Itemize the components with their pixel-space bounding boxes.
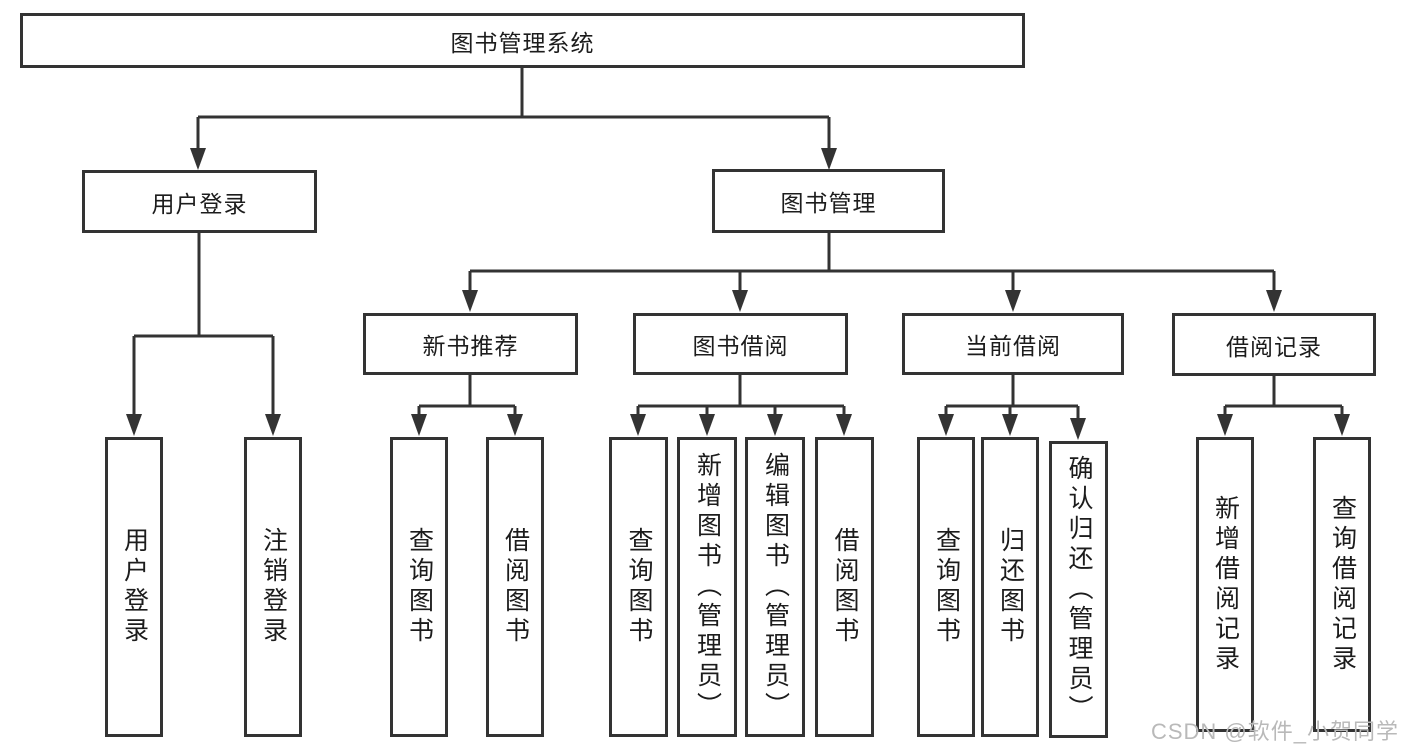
leaf-confirm-return-admin: 确认归还（管理员） <box>1049 441 1108 738</box>
node-root-label: 图书管理系统 <box>450 29 595 56</box>
node-borrow-records: 借阅记录 <box>1172 313 1376 376</box>
leaf-add-book-admin: 新增图书（管理员） <box>677 437 737 737</box>
node-user-login: 用户登录 <box>82 170 317 233</box>
leaf-query-books-recommend: 查询图书 <box>390 437 448 737</box>
leaf-return-book: 归还图书 <box>981 437 1039 737</box>
leaf-query-borrow-record: 查询借阅记录 <box>1313 437 1371 732</box>
leaf-query-books-borrow-label: 查询图书 <box>625 527 653 647</box>
leaf-query-borrow-record-label: 查询借阅记录 <box>1328 494 1357 675</box>
leaf-query-books-current-label: 查询图书 <box>932 527 961 647</box>
leaf-query-books-current: 查询图书 <box>917 437 975 737</box>
node-new-book-recommend-label: 新书推荐 <box>422 333 519 359</box>
node-root: 图书管理系统 <box>20 13 1025 68</box>
node-book-management-label: 图书管理 <box>780 190 877 216</box>
leaf-borrow-books-recommend: 借阅图书 <box>486 437 544 737</box>
node-current-borrow-label: 当前借阅 <box>965 333 1061 359</box>
leaf-query-books-borrow: 查询图书 <box>609 437 668 737</box>
leaf-borrow-books: 借阅图书 <box>815 437 874 737</box>
leaf-query-books-recommend-label: 查询图书 <box>405 527 434 647</box>
node-new-book-recommend: 新书推荐 <box>363 313 578 375</box>
node-book-borrow-label: 图书借阅 <box>692 333 789 359</box>
leaf-add-borrow-record: 新增借阅记录 <box>1196 437 1254 732</box>
leaf-user-login: 用户登录 <box>105 437 163 737</box>
node-user-login-label: 用户登录 <box>151 190 248 217</box>
leaf-logout: 注销登录 <box>244 437 302 737</box>
leaf-borrow-books-recommend-label: 借阅图书 <box>501 527 530 647</box>
leaf-logout-label: 注销登录 <box>259 527 288 647</box>
leaf-user-login-label: 用户登录 <box>120 527 149 647</box>
leaf-edit-book-admin: 编辑图书（管理员） <box>745 437 805 737</box>
csdn-watermark: CSDN @软件_小贺同学 <box>1150 719 1399 744</box>
leaf-confirm-return-admin-label: 确认归还（管理员） <box>1065 454 1093 725</box>
leaf-add-book-admin-label: 新增图书（管理员） <box>693 452 722 722</box>
node-borrow-records-label: 借阅记录 <box>1226 333 1322 360</box>
leaf-borrow-books-label: 借阅图书 <box>831 527 859 647</box>
node-book-management: 图书管理 <box>712 169 945 233</box>
leaf-add-borrow-record-label: 新增借阅记录 <box>1211 494 1240 675</box>
node-current-borrow: 当前借阅 <box>902 313 1124 375</box>
connector-lines <box>132 68 1344 436</box>
node-book-borrow: 图书借阅 <box>633 313 848 375</box>
leaf-return-book-label: 归还图书 <box>996 527 1025 647</box>
arrow-down-icons <box>126 148 1350 440</box>
leaf-edit-book-admin-label: 编辑图书（管理员） <box>761 452 790 722</box>
